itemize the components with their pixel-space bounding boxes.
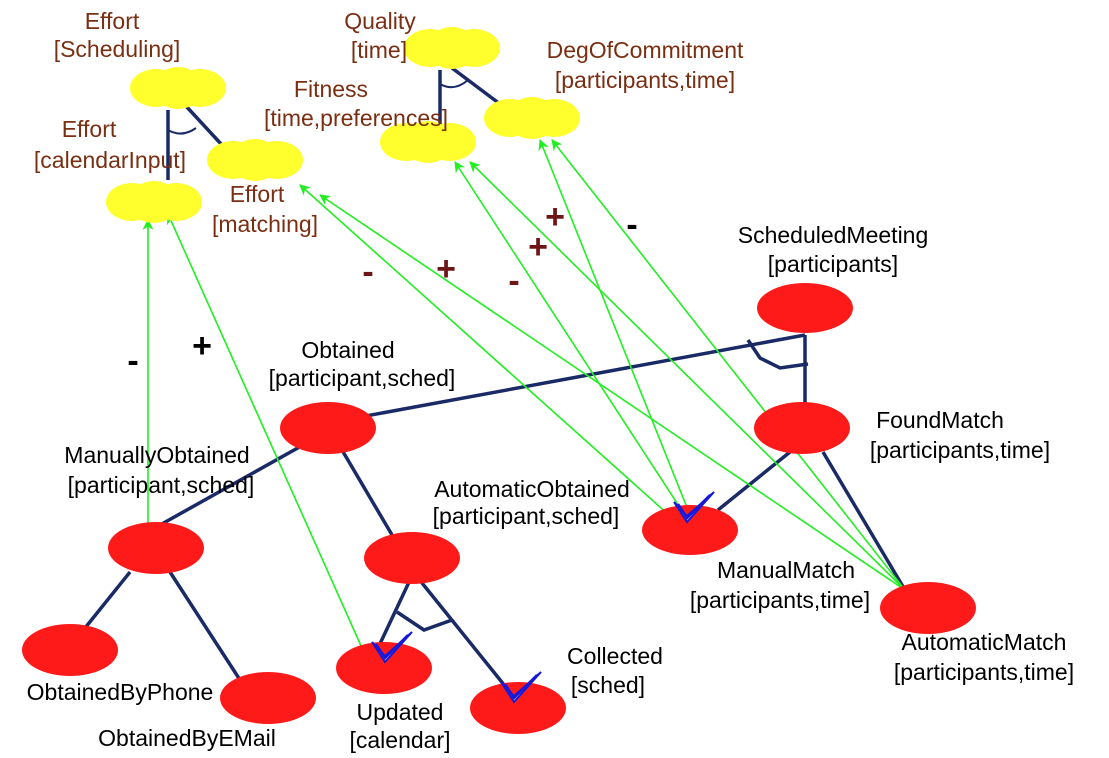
softgoal-effort-scheduling bbox=[130, 67, 226, 109]
goal-obtained bbox=[280, 402, 376, 454]
goal-foundmatch bbox=[754, 402, 850, 454]
goal-automaticobtained bbox=[364, 532, 460, 584]
softgoal-effort-matching bbox=[207, 139, 303, 181]
link-collected-automaticobtained bbox=[416, 576, 507, 688]
link-phone-manuallyobtained bbox=[83, 570, 132, 630]
link-manuallyobtained-obtained bbox=[159, 438, 313, 527]
label-updated-1: Updated bbox=[357, 699, 444, 725]
goal-manualmatch bbox=[642, 505, 738, 555]
and-arc-quality bbox=[439, 79, 469, 89]
label-manuallyobtained-2: [participant,sched] bbox=[68, 472, 255, 498]
goal-labels: ScheduledMeeting [participants] Obtained… bbox=[27, 222, 1074, 753]
label-effort-scheduling-2: [Scheduling] bbox=[54, 36, 181, 62]
sign-fitness-minus: - bbox=[508, 262, 519, 300]
label-automaticmatch-1: AutomaticMatch bbox=[902, 629, 1067, 655]
label-effort-matching-1: Effort bbox=[230, 181, 285, 207]
goal-obtainedbyemail bbox=[220, 672, 316, 724]
label-commitment-1: DegOfCommitment bbox=[547, 37, 744, 63]
link-automaticobtained-obtained bbox=[340, 449, 397, 541]
goal-scheduledmeeting bbox=[757, 283, 853, 333]
label-obtained-2: [participant,sched] bbox=[269, 365, 456, 391]
sign-commitment-plus: + bbox=[545, 198, 565, 236]
goal-collected bbox=[470, 682, 566, 734]
softgoal-labels: Effort [Scheduling] Effort [calendarInpu… bbox=[34, 8, 744, 237]
label-scheduledmeeting-2: [participants] bbox=[768, 251, 898, 277]
contrib-manualmatch-commitment bbox=[538, 138, 693, 521]
label-fitness-2: [time,preferences] bbox=[264, 105, 448, 131]
label-fitness-1: Fitness bbox=[294, 76, 368, 102]
label-obtained-1: Obtained bbox=[301, 337, 394, 363]
contrib-manualmatch-matching bbox=[299, 184, 681, 526]
label-collected-1: Collected bbox=[567, 643, 663, 669]
contrib-updated-calendar bbox=[167, 212, 363, 649]
label-effort-calendar-2: [calendarInput] bbox=[34, 147, 186, 173]
label-effort-matching-2: [matching] bbox=[212, 211, 318, 237]
label-quality-2: [time] bbox=[351, 37, 407, 63]
manualmatch-label-clip: [participants,time] bbox=[690, 587, 870, 613]
link-automaticmatch-foundmatch bbox=[821, 451, 907, 591]
and-arc-scheduledmeeting bbox=[746, 339, 809, 370]
sign-fitness-plus: + bbox=[528, 228, 548, 266]
goal-obtainedbyphone bbox=[22, 624, 118, 676]
goal-updated bbox=[336, 642, 432, 694]
label-automaticmatch-2: [participants,time] bbox=[894, 659, 1074, 685]
link-updated-automaticobtained bbox=[376, 579, 412, 649]
label-commitment-2: [participants,time] bbox=[555, 67, 735, 93]
sign-automaticmatch-effort: + bbox=[436, 250, 456, 288]
label-effort-scheduling-1: Effort bbox=[85, 8, 140, 34]
sign-manualmatch-effort: - bbox=[362, 253, 373, 291]
decomposition-links bbox=[83, 66, 907, 688]
label-updated-2: [calendar] bbox=[349, 727, 450, 753]
label-quality-1: Quality bbox=[344, 8, 416, 34]
softgoal-effort-calendarinput bbox=[106, 181, 202, 223]
label-obtainedbyemail: ObtainedByEMail bbox=[98, 725, 276, 751]
link-scheduling-matching bbox=[183, 103, 224, 147]
label-foundmatch-2: [participants,time] bbox=[870, 437, 1050, 463]
label-automaticobtained-1: AutomaticObtained bbox=[434, 476, 630, 502]
label-obtainedbyphone: ObtainedByPhone bbox=[27, 679, 214, 705]
label-manualmatch-1: ManualMatch bbox=[717, 557, 855, 583]
link-email-manuallyobtained bbox=[168, 571, 244, 684]
label-collected-2: [sched] bbox=[571, 672, 645, 698]
phone-label-clip: ObtainedByPhone bbox=[27, 679, 214, 705]
label-scheduledmeeting-1: ScheduledMeeting bbox=[738, 222, 929, 248]
contrib-manualmatch-fitness bbox=[454, 161, 689, 521]
contrib-automaticmatch-commitment bbox=[551, 139, 906, 591]
goal-manuallyobtained bbox=[108, 522, 204, 574]
label-manualmatch-2: [participants,time] bbox=[690, 587, 870, 613]
label-foundmatch-1: FoundMatch bbox=[876, 407, 1004, 433]
softgoal-degofcommitment bbox=[484, 97, 580, 139]
label-effort-calendar-1: Effort bbox=[62, 116, 117, 142]
link-obtained-scheduledmeeting bbox=[354, 333, 806, 420]
and-arc-automaticobtained bbox=[396, 610, 453, 632]
label-manuallyobtained-1: ManuallyObtained bbox=[64, 442, 249, 468]
softgoal-quality-time bbox=[404, 27, 500, 69]
goal-automaticmatch bbox=[880, 582, 976, 634]
sign-commitment-minus: - bbox=[626, 206, 637, 244]
contrib-automaticmatch-matching bbox=[319, 194, 906, 591]
link-manualmatch-foundmatch bbox=[716, 450, 792, 512]
and-arc-scheduling bbox=[167, 127, 197, 135]
contrib-automaticmatch-fitness bbox=[469, 161, 906, 591]
sign-updated-effort: + bbox=[192, 327, 212, 365]
contribution-signs: - + - + - + + - bbox=[127, 198, 637, 380]
contribution-links bbox=[142, 138, 906, 649]
label-automaticobtained-2: [participant,sched] bbox=[433, 503, 620, 529]
goals bbox=[22, 283, 976, 734]
sign-manualobtained-effort: - bbox=[127, 342, 138, 380]
